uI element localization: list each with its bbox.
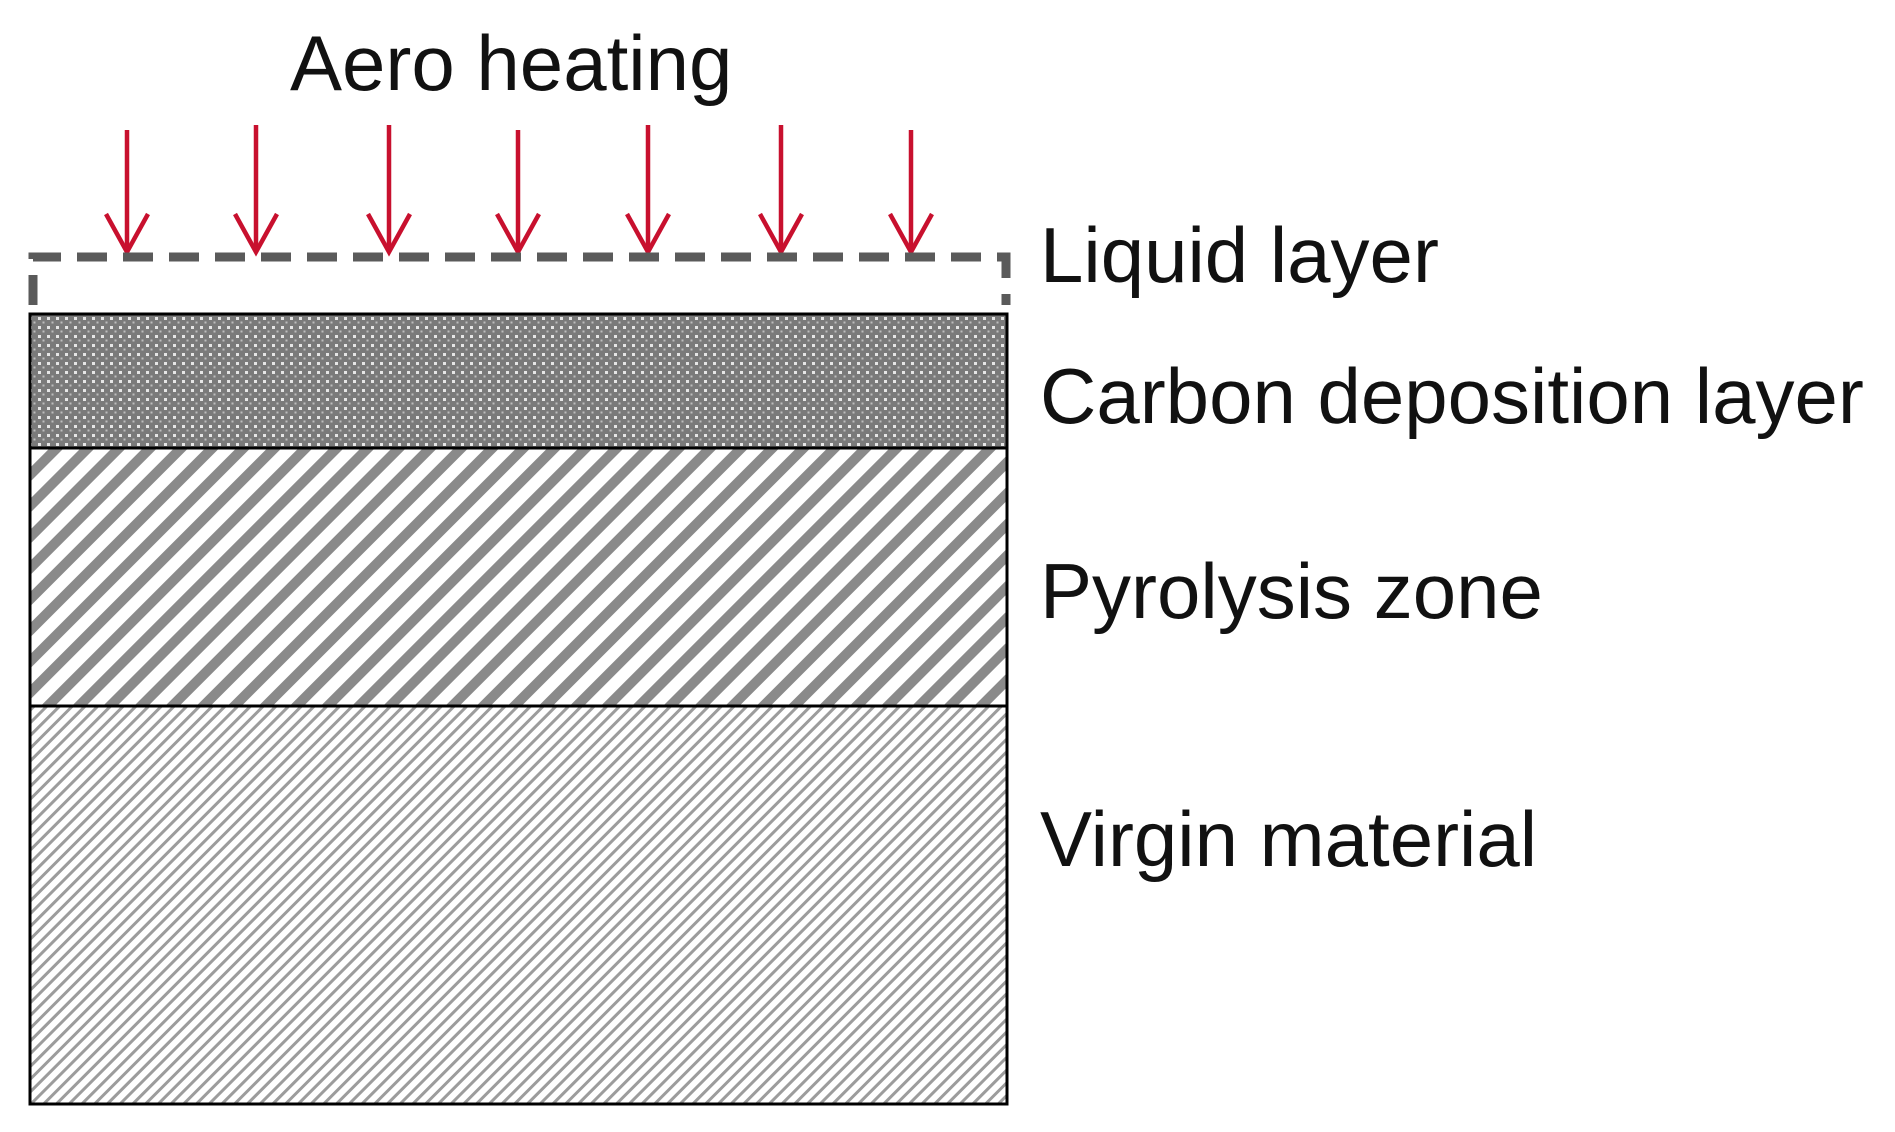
heating-arrow-icon [625,125,671,257]
aero-heating-label: Aero heating [290,19,732,107]
pyrolysis-zone-layer [28,446,1009,708]
heating-arrow-icon [366,125,412,257]
liquid-layer-label: Liquid layer [1040,211,1439,299]
virgin-material-layer [28,704,1009,1106]
heating-arrow-icon [758,125,804,257]
virgin-material-label: Virgin material [1040,795,1537,883]
heating-arrow-icon [233,125,279,257]
liquid-layer-outline [28,252,1011,305]
heating-arrows [104,125,934,257]
carbon-deposition-label: Carbon deposition layer [1040,352,1864,440]
heating-arrow-icon [888,130,934,257]
heating-arrow-icon [104,130,150,257]
carbon-deposition-layer [28,312,1009,450]
pyrolysis-zone-label: Pyrolysis zone [1040,547,1543,635]
heating-arrow-icon [495,130,541,257]
